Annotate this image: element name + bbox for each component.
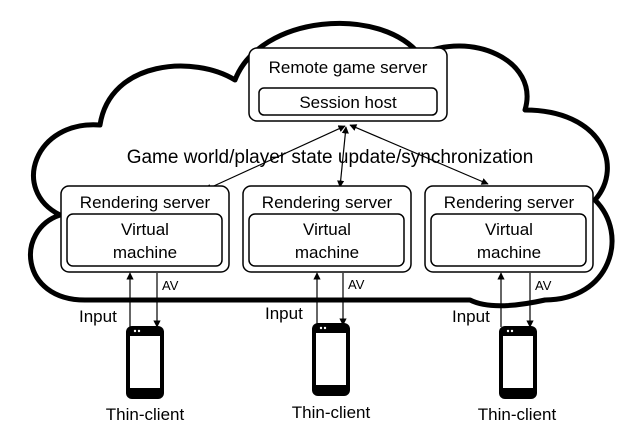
rendering-server-title: Rendering server bbox=[444, 193, 575, 212]
client-link-3: AV Input bbox=[452, 272, 552, 328]
session-host-label: Session host bbox=[299, 93, 397, 112]
remote-server-title: Remote game server bbox=[269, 58, 428, 77]
virtual-machine: Virtual machine bbox=[430, 213, 587, 267]
vm-label-line2: machine bbox=[477, 243, 541, 262]
rendering-server-3: Rendering server Virtual machine bbox=[424, 185, 594, 273]
smartphone-icon bbox=[499, 326, 537, 399]
sync-arrows bbox=[204, 124, 489, 191]
smartphone-icon bbox=[126, 326, 164, 399]
rendering-server-title: Rendering server bbox=[262, 193, 393, 212]
input-label: Input bbox=[265, 304, 303, 323]
thin-client-label: Thin-client bbox=[478, 405, 557, 424]
thin-client-3: Thin-client bbox=[478, 326, 557, 424]
virtual-machine: Virtual machine bbox=[66, 213, 223, 267]
vm-label-line1: Virtual bbox=[121, 220, 169, 239]
av-label: AV bbox=[162, 278, 179, 293]
input-label: Input bbox=[79, 307, 117, 326]
thin-client-label: Thin-client bbox=[106, 405, 185, 424]
av-label: AV bbox=[348, 277, 365, 292]
vm-label-line2: machine bbox=[295, 243, 359, 262]
vm-label-line2: machine bbox=[113, 243, 177, 262]
thin-client-1: Thin-client bbox=[106, 326, 185, 424]
sync-arrow-right bbox=[349, 124, 489, 185]
vm-label-line1: Virtual bbox=[485, 220, 533, 239]
av-label: AV bbox=[535, 278, 552, 293]
virtual-machine: Virtual machine bbox=[248, 213, 405, 267]
thin-client-label: Thin-client bbox=[292, 403, 371, 422]
sync-arrow-left bbox=[204, 125, 346, 191]
client-link-2: AV Input bbox=[265, 272, 365, 326]
thin-client-2: Thin-client bbox=[292, 323, 371, 422]
remote-game-server: Remote game server Session host bbox=[248, 47, 448, 122]
rendering-server-2: Rendering server Virtual machine bbox=[242, 185, 412, 273]
input-label: Input bbox=[452, 307, 490, 326]
rendering-server-title: Rendering server bbox=[80, 193, 211, 212]
cloud-caption: Game world/player state update/synchroni… bbox=[127, 147, 534, 168]
vm-label-line1: Virtual bbox=[303, 220, 351, 239]
client-link-1: AV Input bbox=[79, 272, 179, 328]
sync-arrow-middle bbox=[337, 126, 349, 188]
session-host: Session host bbox=[258, 87, 438, 116]
rendering-server-1: Rendering server Virtual machine bbox=[60, 185, 230, 273]
smartphone-icon bbox=[312, 323, 350, 396]
